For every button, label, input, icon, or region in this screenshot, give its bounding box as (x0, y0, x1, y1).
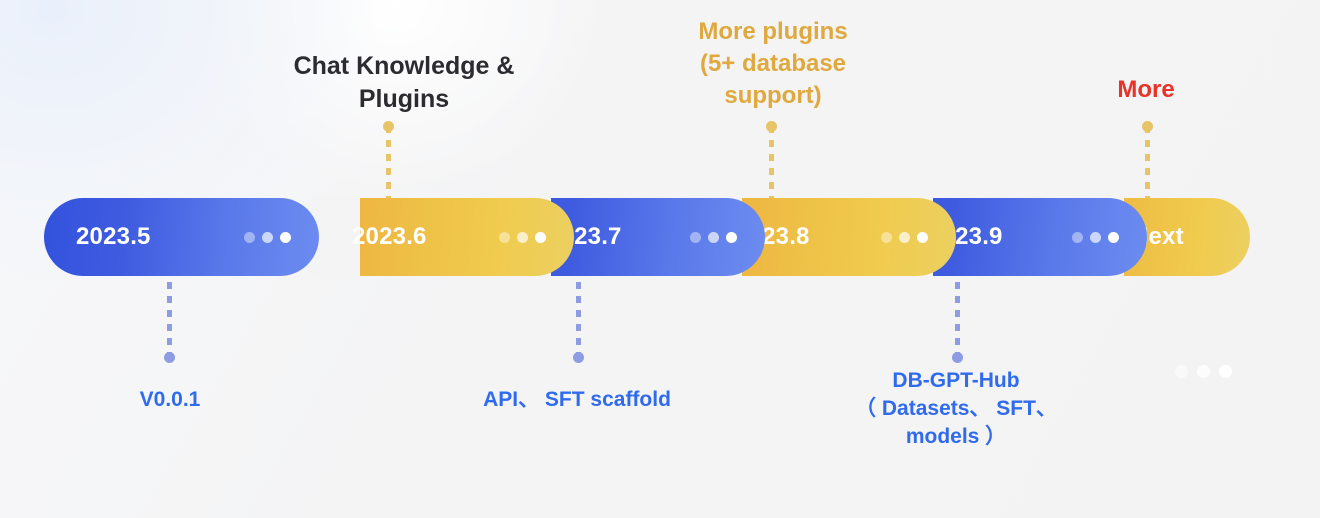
segment-dots-icon (881, 231, 928, 243)
connector-dashed-line (955, 282, 960, 358)
segment-label: 2023.6 (352, 223, 427, 250)
callout-v0-0-1: V0.0.1 (139, 388, 201, 411)
connector-knob-icon (573, 352, 584, 363)
connector-2023-8-up (766, 121, 777, 198)
segment-dots-icon (244, 231, 291, 243)
callout-chat-knowledge-plugins: Chat Knowledge & Plugins (293, 52, 515, 114)
segment-dots-icon (499, 231, 546, 243)
callout-db-gpt-hub: DB-GPT-Hub （ Datasets、 SFT、 models ） (855, 369, 1057, 448)
connector-2023-7-down (573, 282, 584, 363)
callout-more-plugins: More plugins (5+ database support) (698, 18, 848, 109)
connector-dashed-line (769, 126, 774, 198)
callout-api-sft-scaffold: API、 SFT scaffold (483, 388, 671, 411)
segment-label: 2023.5 (76, 223, 151, 250)
connector-dashed-line (1145, 126, 1150, 198)
timeline-segment-2023-6[interactable]: 2023.6 (290, 194, 574, 280)
connector-dashed-line (576, 282, 581, 358)
connector-knob-icon (164, 352, 175, 363)
connector-dashed-line (167, 282, 172, 358)
callout-more: More (1117, 76, 1175, 103)
connector-dashed-line (386, 126, 391, 198)
connector-2023-5-down (164, 282, 175, 363)
timeline-segment-2023-5[interactable]: 2023.5 (44, 198, 319, 276)
connector-2023-9-down (952, 282, 963, 363)
decorative-dots-icon (1175, 365, 1232, 378)
segment-dots-icon (1072, 231, 1119, 243)
connector-knob-icon (952, 352, 963, 363)
connector-next-up (1142, 121, 1153, 198)
timeline-bar: 2023.5 2023.6 2023.7 2023.8 2023.9 (44, 194, 1250, 280)
segment-dots-icon (690, 231, 737, 243)
connector-2023-6-up (383, 121, 394, 198)
